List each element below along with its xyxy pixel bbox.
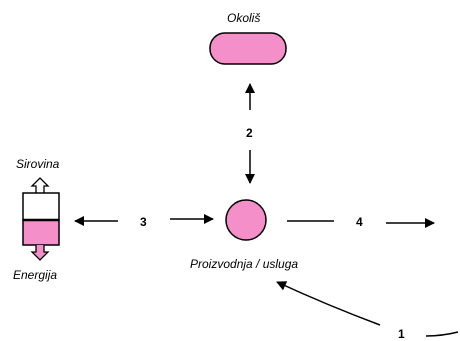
energy-label: Energija — [13, 268, 58, 282]
down-arrow-icon — [30, 245, 50, 261]
flow-4-label: 4 — [356, 215, 363, 229]
flow-3-label: 3 — [140, 215, 147, 229]
raw-material-label: Sirovina — [16, 157, 60, 171]
production-label: Proizvodnja / usluga — [190, 257, 299, 271]
up-arrow-icon — [30, 177, 50, 193]
resource-container — [22, 177, 60, 261]
environment-label: Okoliš — [227, 11, 261, 25]
flow-1-tail — [425, 331, 459, 337]
environment-node — [209, 32, 287, 65]
production-node — [225, 199, 267, 241]
flow-1-curve-arrow — [276, 281, 381, 326]
flow-1-label: 1 — [398, 327, 405, 341]
flow-2-label: 2 — [246, 126, 253, 140]
